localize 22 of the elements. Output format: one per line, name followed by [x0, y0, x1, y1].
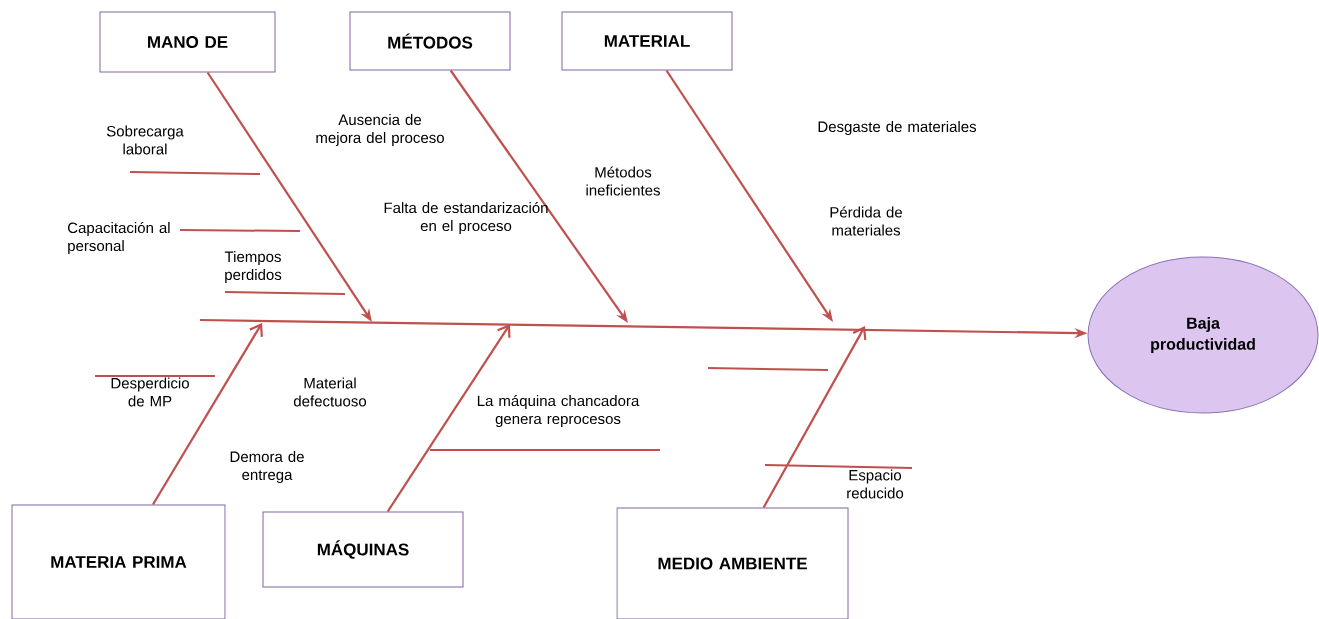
arrow — [762, 326, 867, 509]
cause-label: Métodos ineficientes — [586, 166, 660, 196]
cause-label: Material defectuoso — [293, 377, 367, 407]
category-box: MEDIO AMBIENTE — [616, 507, 849, 619]
cause-label: Pérdida de materiales — [830, 206, 902, 236]
cause-label: Falta de estandarización en el proceso — [384, 201, 548, 235]
cause-label: Desgaste de materiales — [818, 121, 977, 135]
cause-label: Tiempos perdidos — [224, 251, 282, 283]
category-box: MATERIA PRIMA — [11, 504, 226, 619]
category-box: MATERIAL — [561, 11, 733, 71]
cause-label: Espacio reducido — [847, 469, 904, 499]
arrow — [386, 324, 511, 513]
category-box: MÉTODOS — [349, 11, 511, 71]
cause-label: La máquina chancadora genera reprocesos — [477, 394, 640, 428]
cause-label: Sobrecarga laboral — [106, 125, 184, 155]
category-box: MANO DE — [99, 11, 276, 73]
cause-label: Desperdicio de MP — [111, 377, 189, 407]
category-box: MÁQUINAS — [262, 511, 464, 588]
cause-label: Ausencia de mejora del proceso — [316, 114, 444, 146]
arrow — [152, 323, 263, 506]
cause-label: Capacitación al personal — [67, 221, 170, 255]
cause-label: Demora de entrega — [230, 451, 304, 483]
